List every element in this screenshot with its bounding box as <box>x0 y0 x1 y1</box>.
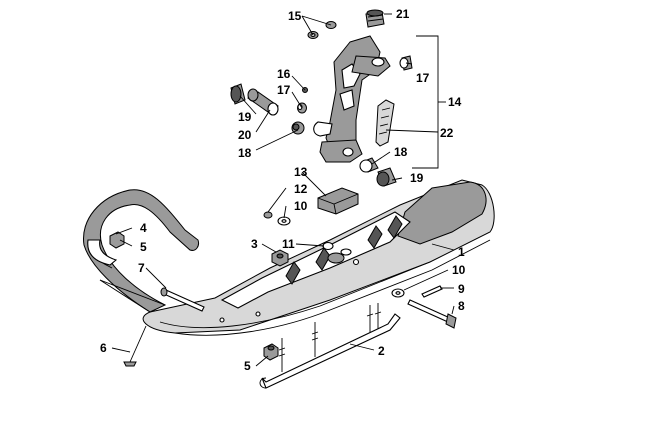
callout-1: 1 <box>458 245 465 259</box>
callout-19-upper: 19 <box>238 110 252 124</box>
bolt-8 <box>407 299 457 329</box>
cotter-pin-9 <box>421 285 443 298</box>
callout-10-lower: 10 <box>452 263 466 277</box>
callout-8: 8 <box>458 299 465 313</box>
bushing-19-lower <box>376 167 397 187</box>
callout-6: 6 <box>100 341 107 355</box>
callout-13: 13 <box>294 165 308 179</box>
ski-body <box>142 179 495 336</box>
carbide-runner <box>259 303 401 389</box>
callout-10-upper: 10 <box>294 199 308 213</box>
washer-11 <box>322 241 334 251</box>
callout-4: 4 <box>140 221 147 235</box>
callout-17-right: 17 <box>416 71 430 85</box>
callout-12: 12 <box>294 182 308 196</box>
callout-9: 9 <box>458 282 465 296</box>
nut-5-upper <box>109 231 125 249</box>
spindle <box>313 35 391 163</box>
callout-numbers: 15 21 16 17 17 19 20 18 14 22 18 19 13 1… <box>100 7 466 373</box>
callout-16: 16 <box>277 67 291 81</box>
callout-5-lower: 5 <box>244 359 251 373</box>
nut-15 <box>307 21 337 39</box>
callout-19-lower: 19 <box>410 171 424 185</box>
spindle-cap <box>365 9 385 28</box>
screw-6 <box>123 325 147 367</box>
callout-22: 22 <box>440 126 454 140</box>
ski-loop-handle <box>83 189 199 313</box>
callout-7: 7 <box>138 261 145 275</box>
callout-18-lower: 18 <box>394 145 408 159</box>
bolt-7 <box>160 287 205 312</box>
callout-20: 20 <box>238 128 252 142</box>
bushing-upper <box>230 83 246 105</box>
leader-lines <box>99 13 455 367</box>
callout-18-upper: 18 <box>238 146 252 160</box>
bushing-18-lower <box>359 157 379 173</box>
damper-block <box>317 187 359 215</box>
callout-3: 3 <box>251 237 258 251</box>
callout-17-left: 17 <box>277 83 291 97</box>
callout-14: 14 <box>448 95 462 109</box>
lock-nut-12 <box>263 211 273 219</box>
callout-11: 11 <box>282 237 295 251</box>
callout-5-upper: 5 <box>140 240 147 254</box>
callout-21: 21 <box>396 7 410 21</box>
callout-2: 2 <box>378 344 385 358</box>
spacer-pin <box>247 88 279 116</box>
callout-15: 15 <box>288 9 302 23</box>
wear-strip <box>375 99 395 147</box>
